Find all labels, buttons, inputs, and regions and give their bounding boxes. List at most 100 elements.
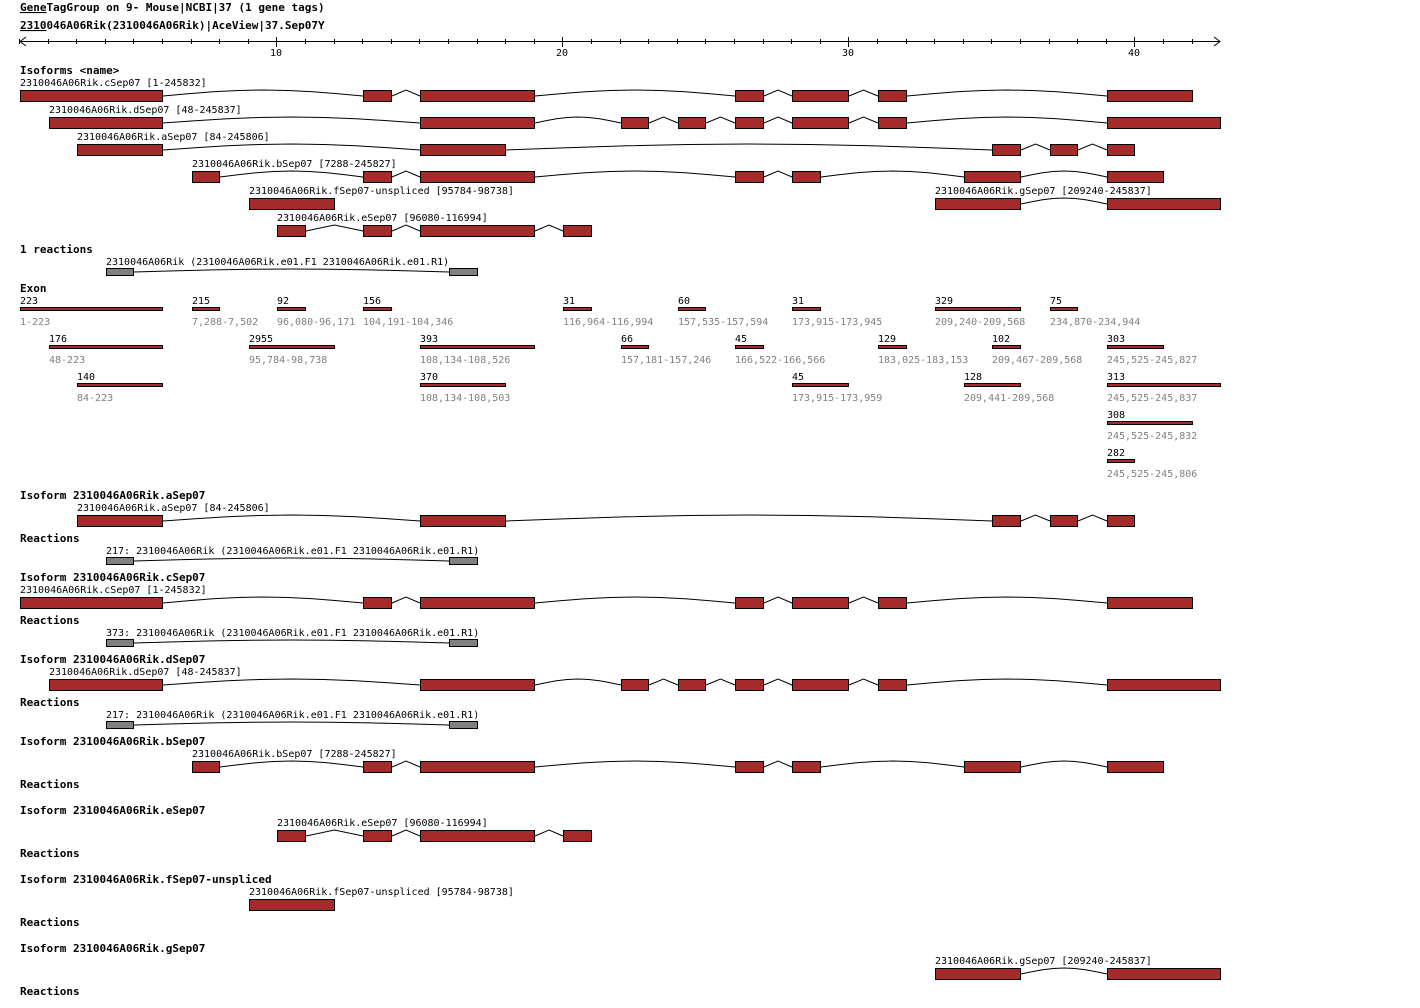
isoform-model-d[interactable] (49, 116, 1221, 129)
exon-block[interactable] (1107, 515, 1135, 527)
reaction-label[interactable]: 2310046A06Rik (2310046A06Rik.e01.F1 2310… (106, 257, 449, 268)
reaction-model[interactable] (106, 268, 478, 276)
exon-block[interactable] (420, 679, 535, 691)
exon-block[interactable] (678, 117, 706, 129)
exon-block[interactable] (420, 171, 535, 183)
exon-block[interactable] (878, 90, 907, 102)
exon-block[interactable] (1050, 144, 1078, 156)
exon-block[interactable] (735, 117, 764, 129)
primer-block[interactable] (449, 721, 478, 729)
isoform-label[interactable]: 2310046A06Rik.eSep07 [96080-116994] (277, 818, 488, 829)
exon-block[interactable] (1107, 597, 1193, 609)
exon-block[interactable] (420, 90, 535, 102)
isoform-detail-model-e[interactable] (277, 829, 592, 842)
primer-block[interactable] (106, 268, 134, 276)
isoform-label[interactable]: 2310046A06Rik.gSep07 [209240-245837] (935, 186, 1152, 197)
isoform-label[interactable]: 2310046A06Rik.dSep07 [48-245837] (49, 105, 242, 116)
isoform-detail-model-a[interactable] (77, 514, 1135, 527)
exon-block[interactable] (192, 171, 220, 183)
exon-block[interactable] (735, 597, 764, 609)
primer-block[interactable] (449, 268, 478, 276)
exon-block[interactable] (621, 117, 649, 129)
exon-block[interactable] (420, 761, 535, 773)
isoform-label[interactable]: 2310046A06Rik.fSep07-unspliced [95784-98… (249, 186, 514, 197)
reaction-label[interactable]: 217: 2310046A06Rik (2310046A06Rik.e01.F1… (106, 710, 479, 721)
exon-block[interactable] (792, 171, 821, 183)
exon-block[interactable] (249, 899, 335, 911)
reaction-label[interactable]: 217: 2310046A06Rik (2310046A06Rik.e01.F1… (106, 546, 479, 557)
exon-block[interactable] (20, 597, 163, 609)
exon-block[interactable] (935, 968, 1021, 980)
gene-link[interactable]: Gene (20, 1, 47, 14)
exon-block[interactable] (420, 225, 535, 237)
exon-block[interactable] (420, 144, 506, 156)
exon-block[interactable] (992, 515, 1021, 527)
isoform-model-g[interactable] (935, 197, 1221, 210)
exon-block[interactable] (363, 171, 392, 183)
primer-block[interactable] (449, 557, 478, 565)
isoform-detail-model-b[interactable] (192, 760, 1164, 773)
primer-block[interactable] (106, 639, 134, 647)
exon-block[interactable] (420, 830, 535, 842)
primer-block[interactable] (106, 557, 134, 565)
exon-block[interactable] (792, 597, 849, 609)
exon-block[interactable] (277, 830, 306, 842)
isoform-detail-model-d[interactable] (49, 678, 1221, 691)
exon-block[interactable] (964, 761, 1021, 773)
isoform-model-e[interactable] (277, 224, 592, 237)
exon-block[interactable] (735, 171, 764, 183)
menu-icon[interactable]: Y (318, 19, 325, 32)
exon-block[interactable] (363, 225, 392, 237)
isoform-label[interactable]: 2310046A06Rik.bSep07 [7288-245827] (192, 159, 397, 170)
exon-block[interactable] (878, 679, 907, 691)
isoform-detail-model-f[interactable] (249, 899, 335, 911)
exon-block[interactable] (49, 679, 163, 691)
isoform-detail-model-g[interactable] (935, 967, 1221, 980)
exon-block[interactable] (1050, 515, 1078, 527)
reaction-model[interactable] (106, 721, 478, 729)
exon-block[interactable] (1107, 90, 1193, 102)
isoform-label[interactable]: 2310046A06Rik.dSep07 [48-245837] (49, 667, 242, 678)
exon-block[interactable] (1107, 144, 1135, 156)
exon-block[interactable] (878, 117, 907, 129)
exon-block[interactable] (1107, 679, 1221, 691)
exon-block[interactable] (20, 90, 163, 102)
exon-block[interactable] (420, 597, 535, 609)
exon-block[interactable] (735, 761, 764, 773)
isoform-model-b[interactable] (192, 170, 1164, 183)
isoform-label[interactable]: 2310046A06Rik.gSep07 [209240-245837] (935, 956, 1152, 967)
exon-block[interactable] (792, 761, 821, 773)
exon-block[interactable] (563, 830, 592, 842)
exon-block[interactable] (77, 144, 163, 156)
isoform-label[interactable]: 2310046A06Rik.cSep07 [1-245832] (20, 78, 207, 89)
exon-block[interactable] (77, 515, 163, 527)
exon-block[interactable] (792, 90, 849, 102)
exon-block[interactable] (964, 171, 1021, 183)
isoform-label[interactable]: 2310046A06Rik.aSep07 [84-245806] (77, 503, 270, 514)
isoform-model-a[interactable] (77, 143, 1135, 156)
isoform-model-c[interactable] (20, 89, 1193, 102)
exon-block[interactable] (563, 225, 592, 237)
isoform-label[interactable]: 2310046A06Rik.cSep07 [1-245832] (20, 585, 207, 596)
exon-block[interactable] (192, 761, 220, 773)
exon-block[interactable] (792, 679, 849, 691)
gene-id-link[interactable]: 2310 (20, 19, 47, 32)
